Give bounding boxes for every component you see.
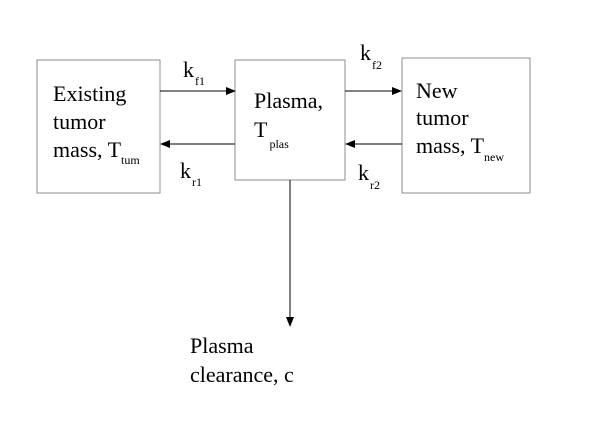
existing-tumor-line-2: tumor: [53, 109, 106, 134]
kf1-label: kf1: [183, 57, 205, 88]
kr1-subscript: r1: [192, 175, 202, 189]
new-tumor-line-2: tumor: [416, 105, 469, 130]
plasma-symbol: T: [254, 117, 268, 142]
clearance-arrow: [286, 180, 294, 327]
clearance-label-line-2: clearance, c: [190, 362, 294, 387]
plasma-line-2: Tplas: [254, 117, 289, 151]
kr1-label: kr1: [180, 158, 202, 189]
existing-tumor-prefix: mass, T: [53, 137, 122, 162]
kr1-arrow: [160, 140, 235, 148]
kf1-subscript: f1: [195, 74, 205, 88]
plasma-node: Plasma, Tplas: [234, 59, 346, 181]
new-tumor-line-1: New: [416, 78, 458, 103]
kr1-arrowhead: [160, 140, 170, 148]
kf1-arrow: [160, 87, 236, 95]
kf2-arrow: [345, 87, 402, 95]
kr2-arrowhead: [345, 140, 355, 148]
kf2-label: kf2: [360, 40, 382, 72]
new-tumor-subscript: new: [484, 150, 504, 164]
kf2-arrowhead: [392, 87, 402, 95]
existing-tumor-line-3: mass, Ttum: [53, 137, 140, 167]
existing-tumor-box: [36, 59, 161, 194]
plasma-subscript: plas: [269, 137, 289, 151]
existing-tumor-subscript: tum: [121, 153, 140, 167]
kf2-subscript: f2: [372, 58, 382, 72]
clearance-label-line-1: Plasma: [190, 333, 254, 358]
kf1-arrowhead: [226, 87, 236, 95]
kr2-subscript: r2: [370, 178, 380, 192]
plasma-line-1: Plasma,: [254, 88, 323, 113]
kr2-label: kr2: [358, 160, 380, 192]
new-tumor-node: New tumor mass, Tnew: [401, 57, 531, 194]
existing-tumor-line-1: Existing: [53, 81, 126, 106]
new-tumor-line-3: mass, Tnew: [416, 133, 504, 164]
existing-tumor-node: Existing tumor mass, Ttum: [36, 59, 161, 194]
kr2-arrow: [345, 140, 402, 148]
new-tumor-prefix: mass, T: [416, 133, 485, 158]
clearance-arrowhead: [286, 317, 294, 327]
new-tumor-box: [401, 57, 531, 194]
plasma-box: [234, 59, 346, 181]
